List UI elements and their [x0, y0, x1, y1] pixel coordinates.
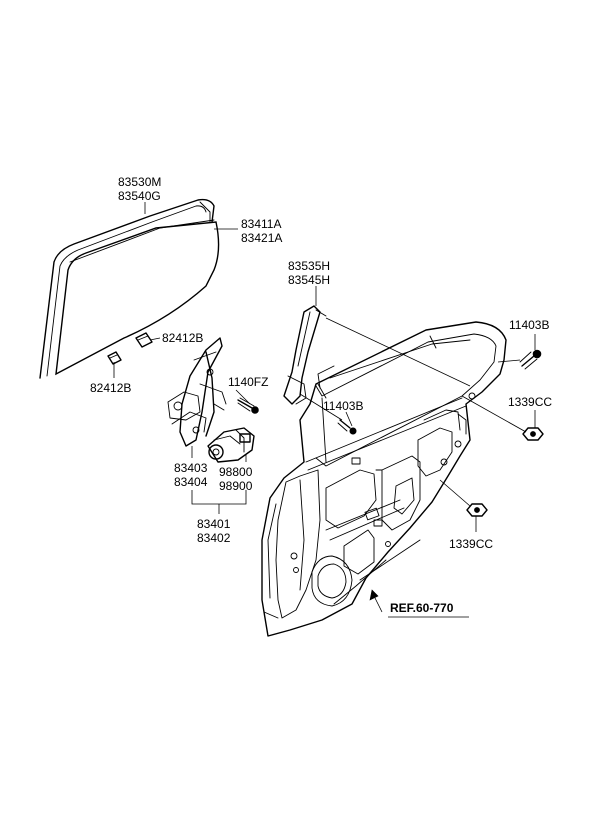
glass-clip-left	[107, 351, 122, 365]
reference-arrow	[369, 589, 379, 601]
bolt-top-right	[519, 349, 542, 370]
rear-glass-channel	[283, 305, 327, 405]
label-clip-left: 82412B	[90, 381, 131, 395]
glass-clip-right	[135, 332, 153, 348]
bolt-channel	[337, 419, 357, 435]
bolt-regulator	[237, 397, 259, 414]
leader-bolt-channel	[345, 411, 353, 427]
label-assembly-top: 83401	[197, 517, 231, 531]
glass-run-inner	[46, 205, 207, 377]
door-glass-group	[39, 198, 220, 379]
label-nut-right: 1339CC	[508, 395, 552, 409]
nut-lower	[466, 503, 488, 517]
leader-bolt-top-door	[497, 359, 521, 363]
leader-nut-lower-door	[439, 479, 471, 507]
label-assembly-bottom: 83402	[197, 531, 231, 545]
leader-lines	[113, 202, 536, 613]
label-bolt-top-right: 11403B	[509, 318, 549, 332]
leader-nut-right-door	[461, 395, 527, 433]
label-clip-right: 82412B	[162, 331, 203, 345]
label-glass-run-top: 83530M	[118, 175, 161, 189]
leader-channel-door	[325, 317, 471, 387]
label-glass-run-bottom: 83540G	[118, 189, 161, 203]
door-glass	[55, 221, 220, 376]
nut-right	[522, 427, 544, 441]
leader-clip-right	[149, 337, 161, 341]
glass-run-corner	[199, 201, 211, 223]
labels: 83530M 83540G 83411A 83421A 83535H 83545…	[90, 175, 552, 618]
label-channel-top: 83535H	[288, 259, 330, 273]
label-motor-bottom: 98900	[219, 479, 253, 493]
leader-bolt-channel-door	[299, 393, 343, 421]
regulator-motor	[207, 427, 255, 463]
label-glass-top: 83411A	[241, 217, 281, 231]
label-nut-lower: 1339CC	[449, 537, 493, 551]
window-regulator	[167, 337, 227, 447]
leader-reference	[373, 595, 383, 613]
glass-run-outer	[39, 198, 215, 379]
label-glass-bottom: 83421A	[241, 231, 282, 245]
label-regulator-bottom: 83404	[174, 475, 208, 489]
label-reference: REF.60-770	[390, 601, 454, 615]
label-channel-bottom: 83545H	[288, 273, 330, 287]
label-bolt-channel: 11403B	[323, 399, 363, 413]
leader-bolt-regulator	[235, 389, 251, 405]
label-bolt-regulator: 1140FZ	[228, 375, 268, 389]
label-motor-top: 98800	[219, 465, 253, 479]
label-regulator-top: 83403	[174, 461, 208, 475]
glass-top-edge	[69, 219, 215, 263]
door-panel	[261, 321, 507, 637]
